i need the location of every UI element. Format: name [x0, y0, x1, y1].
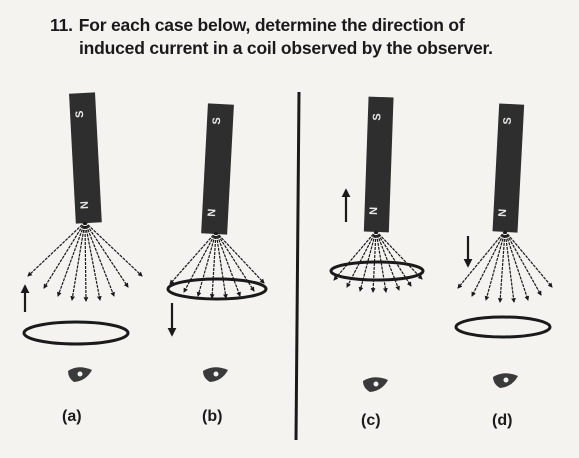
magnet-bar — [492, 103, 525, 233]
pole-label-n: N — [368, 207, 380, 215]
pole-label-n: N — [206, 208, 218, 217]
pole-label-s: S — [211, 117, 223, 125]
case-d: S N — [454, 103, 553, 388]
pole-label-s: S — [371, 113, 383, 121]
coil-b — [166, 277, 268, 301]
magnet-a: S N — [69, 92, 102, 224]
observer-eye-icon — [203, 367, 228, 382]
magnet-d: S N — [492, 103, 525, 233]
observer-eye-icon — [363, 377, 388, 392]
question-line-1-text: For each case below, determine the direc… — [78, 15, 465, 35]
divider-line — [294, 91, 301, 441]
question-number: 11. — [50, 15, 73, 35]
coil-a — [22, 320, 130, 346]
question-line-2: induced current in a coil observed by th… — [79, 38, 493, 58]
case-label-d: (d) — [492, 412, 513, 429]
observer-eye-icon — [68, 367, 92, 382]
magnet-bar — [201, 103, 234, 235]
case-c: S N — [329, 96, 425, 392]
case-label-c: (c) — [361, 412, 381, 429]
magnet-b: S N — [201, 103, 234, 235]
observer-eye-icon — [493, 373, 518, 388]
coil-d — [454, 315, 552, 339]
pole-label-s: S — [74, 110, 86, 118]
field-lines-b — [169, 231, 265, 299]
field-lines-a — [27, 221, 143, 302]
pole-label-n: N — [79, 201, 91, 210]
magnet-bar — [69, 92, 102, 224]
magnet-bar — [363, 96, 394, 233]
field-lines-d — [457, 230, 553, 303]
question-line-1: 11.For each case below, determine the di… — [50, 14, 570, 37]
question-text: 11.For each case below, determine the di… — [50, 14, 570, 60]
coil-c — [329, 260, 425, 282]
case-a: S N — [20, 92, 143, 382]
case-b: S N — [166, 103, 268, 382]
pole-label-n: N — [497, 208, 509, 217]
magnet-c: S N — [363, 96, 394, 233]
case-label-b: (b) — [202, 408, 223, 425]
pole-label-s: S — [502, 117, 514, 125]
case-label-a: (a) — [62, 408, 82, 425]
